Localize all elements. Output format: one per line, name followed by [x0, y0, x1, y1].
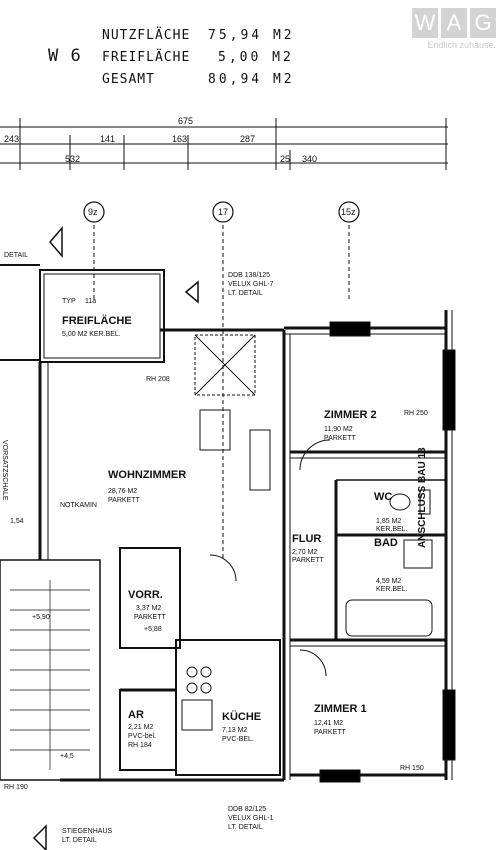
axis-17: 17 [218, 207, 229, 217]
ar-rh: RH 184 [128, 742, 152, 749]
freiflaeche-typ-num: 11a [85, 298, 97, 305]
ddb-bottom: DDB 82/125 [228, 806, 267, 813]
unit-label: W 6 [48, 46, 82, 66]
bad-area: 4,59 M2 [376, 578, 402, 585]
axis-17-circle [212, 201, 234, 223]
dim-163: 163 [172, 134, 188, 144]
flur-floor: PARKETT [292, 557, 324, 564]
kueche-floor: PVC-BEL. [222, 736, 254, 743]
vorr-floor: PARKETT [134, 614, 166, 621]
wohnzimmer-name: WOHNZIMMER [108, 469, 187, 481]
logo-letter-g: G [470, 8, 496, 38]
dim-340: 340 [302, 154, 318, 164]
rh-250: RH 250 [404, 410, 428, 417]
kueche-name: KÜCHE [222, 711, 262, 723]
zimmer1-area: 12,41 M2 [314, 720, 344, 727]
freiflaeche-area: 5,00 M2 KER.BEL. [62, 331, 121, 338]
zimmer2-floor: PARKETT [324, 435, 356, 442]
gesamt-value: 80,94 M2 [208, 72, 295, 87]
flur-area: 2,70 M2 [292, 549, 318, 556]
kueche-area: 7,13 M2 [222, 727, 248, 734]
anschluss-label: ANSCHLUSS BAU 13 [417, 447, 428, 548]
dim-243: 243 [4, 134, 20, 144]
ddb-top: DDB 138/125 [228, 272, 271, 279]
dim-141: 141 [100, 134, 116, 144]
level-154: 1,54 [10, 518, 24, 525]
bad-name: BAD [374, 537, 398, 549]
stiegenhaus-detail: LT. DETAIL [62, 837, 97, 844]
wag-logo: W A G Endlich zuhause. [378, 8, 496, 50]
zimmer1-name: ZIMMER 1 [314, 703, 367, 715]
axis-9z-circle [83, 201, 105, 223]
vorr-name: VORR. [128, 589, 163, 601]
stiegenhaus-label: STIEGENHAUS [62, 828, 113, 835]
dim-25a: 25 [280, 154, 291, 164]
rh-150: RH 150 [400, 765, 424, 772]
axis-15z: 15z [341, 207, 356, 217]
flur-name: FLUR [292, 533, 322, 545]
wc-area: 1,85 M2 [376, 518, 402, 525]
dim-287: 287 [240, 134, 256, 144]
vorr-area: 3,37 M2 [136, 605, 162, 612]
freiflaeche-name: FREIFLÄCHE [62, 315, 132, 327]
wc-name: WC [374, 491, 393, 503]
axis-15z-circle [338, 201, 360, 223]
bad-floor: KER.BEL. [376, 586, 408, 593]
nutzflaeche-label: NUTZFLÄCHE [102, 28, 191, 43]
zimmer2-name: ZIMMER 2 [324, 409, 377, 421]
wohnzimmer-area: 28,76 M2 [108, 488, 138, 495]
detail-left: DETAIL [4, 252, 28, 259]
wohnzimmer-floor: PARKETT [108, 497, 140, 504]
velux-top: VELUX GHL-7 [228, 281, 274, 288]
freiflaeche-value: 5,00 M2 [218, 50, 294, 65]
axis-9z: 9z [88, 207, 98, 217]
freiflaeche-typ: TYP [62, 298, 76, 305]
gesamt-label: GESAMT [102, 72, 155, 87]
notkamin-label: NOTKAMIN [60, 502, 97, 509]
level-588: +5,88 [144, 626, 162, 633]
lt-bottom: LT. DETAIL [228, 824, 263, 831]
velux-bottom: VELUX GHL-1 [228, 815, 274, 822]
zimmer2-area: 11,90 M2 [324, 426, 353, 433]
nutzflaeche-value: 75,94 M2 [208, 28, 295, 43]
rh-190: RH 190 [4, 784, 28, 791]
ar-area: 2,21 M2 [128, 724, 154, 731]
level-45: +4,5 [60, 753, 74, 760]
zimmer1-floor: PARKETT [314, 729, 346, 736]
lt-top: LT. DETAIL [228, 290, 263, 297]
freiflaeche-label: FREIFLÄCHE [102, 50, 191, 65]
ar-floor: PVC-bel. [128, 733, 157, 740]
wc-floor: KER.BEL. [376, 526, 408, 533]
vorsatzschale-label: VORSATZSCHALE [1, 440, 8, 501]
level-590: +5,90 [32, 614, 50, 621]
ar-name: AR [128, 709, 144, 721]
logo-tagline: Endlich zuhause. [427, 40, 496, 50]
dim-532: 532 [65, 154, 81, 164]
logo-letter-w: W [412, 8, 438, 38]
rh-208: RH 208 [146, 376, 170, 383]
dim-675: 675 [178, 116, 194, 126]
logo-letter-a: A [441, 8, 467, 38]
